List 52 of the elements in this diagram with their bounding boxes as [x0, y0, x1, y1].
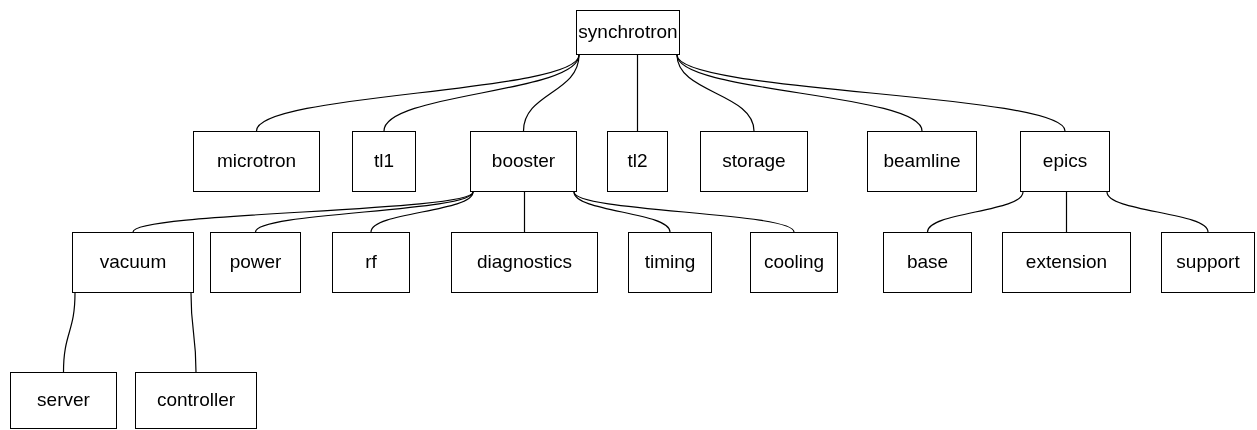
connector-line — [62, 292, 76, 373]
connector-line — [132, 191, 474, 233]
node-box — [10, 372, 117, 429]
node-box — [332, 232, 410, 293]
node-label: beamline — [883, 149, 961, 174]
connector-line — [190, 292, 197, 373]
node-label: vacuum — [99, 250, 167, 275]
connector-line — [370, 191, 474, 233]
node-label: base — [906, 250, 949, 275]
connector-line — [522, 54, 580, 132]
node-box — [700, 131, 808, 192]
node-box — [135, 372, 257, 429]
node-box — [1161, 232, 1255, 293]
node-label: tl1 — [373, 149, 395, 174]
node-label: booster — [491, 149, 556, 174]
node-box — [628, 232, 712, 293]
connector-line — [1106, 191, 1209, 233]
node-label: controller — [156, 388, 236, 413]
node-label: support — [1176, 250, 1240, 275]
node-label: power — [229, 250, 282, 275]
node-label: storage — [722, 149, 786, 174]
node-box — [1002, 232, 1131, 293]
node-label: synchrotron — [578, 20, 678, 45]
node-label: diagnostics — [476, 250, 573, 275]
node-box — [750, 232, 838, 293]
node-label: server — [37, 388, 90, 413]
node-box — [867, 131, 977, 192]
connector-line — [1065, 191, 1068, 233]
connector-line — [573, 191, 795, 233]
node-box — [470, 131, 577, 192]
connector-line — [573, 191, 671, 233]
node-label: timing — [644, 250, 696, 275]
node-box — [576, 10, 680, 55]
node-box — [193, 131, 320, 192]
node-box — [607, 131, 668, 192]
node-label: rf — [365, 250, 377, 275]
node-label: cooling — [763, 250, 825, 275]
node-box — [451, 232, 598, 293]
connector-line — [926, 191, 1024, 233]
node-box — [352, 131, 416, 192]
node-label: tl2 — [627, 149, 648, 174]
node-box — [883, 232, 972, 293]
node-box — [1020, 131, 1110, 192]
connector-line — [676, 54, 1066, 132]
connector-line — [636, 54, 639, 132]
node-box — [72, 232, 194, 293]
connector-line — [523, 191, 526, 233]
node-label: extension — [1025, 250, 1108, 275]
connector-line — [254, 191, 474, 233]
node-box — [210, 232, 301, 293]
node-label: microtron — [216, 149, 297, 174]
node-label: epics — [1042, 149, 1088, 174]
